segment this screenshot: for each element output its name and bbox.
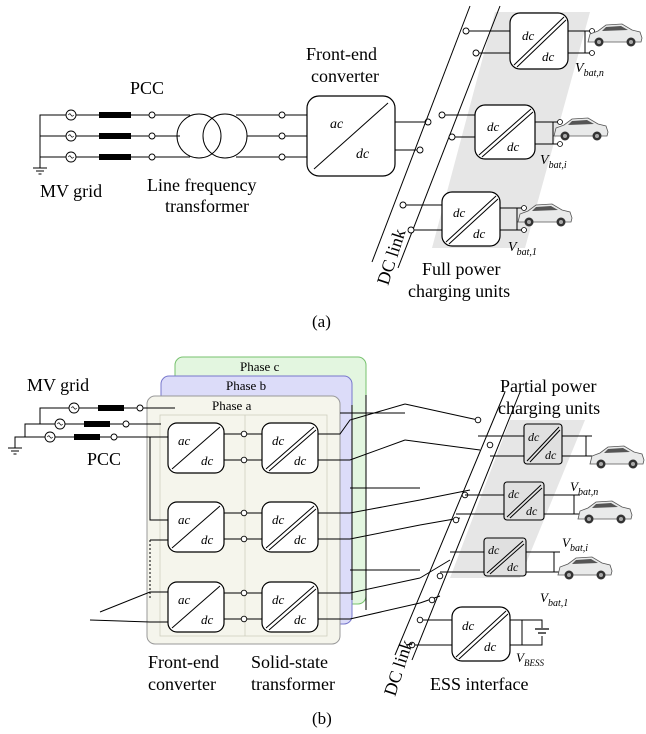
ac-source-icon	[65, 130, 77, 142]
converter-dc-label: dc	[356, 147, 370, 162]
partial-unit-1: dc dc Vbat,1	[440, 537, 613, 609]
ess-interface: dc dc VBESS	[408, 606, 549, 668]
svg-text:Vbat,n: Vbat,n	[575, 61, 604, 79]
converter-ac-label: ac	[330, 117, 344, 132]
sst-label-line2: transformer	[251, 674, 335, 694]
phase-a-label: Phase a	[212, 398, 252, 413]
charging-unit-i: dc dc Vbat,i	[438, 104, 609, 171]
electric-car-icon	[557, 556, 613, 580]
caption-a: (a)	[312, 312, 331, 331]
svg-text:dc: dc	[526, 504, 538, 518]
partial-unit-n: dc dc Vbat,n	[478, 423, 645, 498]
ac-source-icon	[65, 151, 77, 163]
svg-text:Vbat,i: Vbat,i	[562, 535, 588, 554]
svg-text:VBESS: VBESS	[516, 650, 544, 668]
sst-converter-1: dc dc	[261, 422, 319, 474]
svg-text:dc: dc	[272, 433, 285, 448]
fe-converter-1: ac dc	[167, 422, 225, 474]
svg-text:dc: dc	[487, 119, 500, 134]
ess-label: ESS interface	[430, 674, 528, 694]
figure-b: Phase c Phase b Phase a	[8, 356, 645, 728]
dc-link-label-b: DC link	[380, 637, 417, 698]
frontend-label-line1: Front-end	[306, 44, 377, 64]
sst-label-line1: Solid-state	[251, 652, 328, 672]
units-label-line2: charging units	[408, 281, 510, 301]
figure-a: ac dc dc dc	[33, 5, 643, 331]
phase-b-label: Phase b	[226, 378, 266, 393]
charging-unit-1: dc dc Vbat,1	[399, 191, 573, 258]
ac-source-icon	[44, 431, 56, 443]
transformer-label-line1: Line frequency	[147, 175, 256, 195]
svg-text:dc: dc	[453, 205, 466, 220]
ground-symbol	[33, 114, 66, 175]
svg-text:dc: dc	[528, 430, 540, 444]
svg-text:Vbat,n: Vbat,n	[570, 479, 598, 498]
mv-grid-label: MV grid	[40, 181, 102, 201]
svg-text:ac: ac	[178, 512, 191, 527]
dc-link-label: DC link	[373, 226, 410, 287]
ac-source-icon	[65, 109, 77, 121]
svg-text:dc: dc	[272, 592, 285, 607]
partial-units-label-line2: charging units	[498, 398, 600, 418]
pcc-label: PCC	[130, 78, 164, 98]
svg-text:dc: dc	[294, 532, 307, 547]
svg-text:Vbat,i: Vbat,i	[540, 153, 567, 171]
transformer-label-line2: transformer	[165, 196, 249, 216]
svg-text:dc: dc	[201, 453, 214, 468]
mv-grid-label-b: MV grid	[27, 375, 89, 395]
svg-text:dc: dc	[507, 139, 520, 154]
svg-text:dc: dc	[488, 543, 500, 557]
svg-text:dc: dc	[294, 612, 307, 627]
svg-text:ac: ac	[178, 592, 191, 607]
electric-car-icon	[587, 23, 643, 47]
line-frequency-transformer-icon	[176, 113, 248, 159]
electric-car-icon	[577, 500, 633, 524]
phase-c-label: Phase c	[240, 359, 280, 374]
electric-car-icon	[589, 445, 645, 469]
partial-units-label-line1: Partial power	[500, 376, 596, 396]
caption-b: (b)	[312, 709, 332, 728]
fe-converter-2: ac dc	[167, 501, 225, 553]
svg-text:dc: dc	[201, 612, 214, 627]
svg-text:dc: dc	[484, 639, 497, 654]
partial-unit-i: dc dc Vbat,i	[456, 481, 633, 554]
svg-text:dc: dc	[542, 49, 555, 64]
front-end-converter: ac dc	[306, 95, 396, 177]
svg-text:dc: dc	[473, 226, 486, 241]
svg-text:dc: dc	[507, 560, 519, 574]
sst-converter-3: dc dc	[261, 581, 319, 633]
svg-text:Vbat,1: Vbat,1	[508, 240, 537, 258]
units-label-line1: Full power	[422, 259, 501, 279]
ac-source-icon	[68, 402, 80, 414]
svg-text:dc: dc	[508, 487, 520, 501]
line-inductors	[99, 112, 131, 160]
ac-source-icon	[54, 418, 66, 430]
svg-text:dc: dc	[522, 28, 535, 43]
frontend-label-line2: converter	[311, 66, 379, 86]
svg-text:dc: dc	[294, 453, 307, 468]
svg-text:dc: dc	[272, 512, 285, 527]
charging-unit-n: dc dc Vbat,n	[462, 12, 643, 79]
frontend-label-b-line1: Front-end	[148, 652, 219, 672]
svg-text:dc: dc	[201, 532, 214, 547]
pcc-label-b: PCC	[87, 449, 121, 469]
fe-converter-3: ac dc	[167, 581, 225, 633]
svg-text:Vbat,1: Vbat,1	[540, 590, 568, 609]
sst-converter-2: dc dc	[261, 501, 319, 553]
svg-text:ac: ac	[178, 433, 191, 448]
svg-text:dc: dc	[545, 448, 557, 462]
svg-text:dc: dc	[462, 618, 475, 633]
frontend-label-b-line2: converter	[148, 674, 216, 694]
pcc-nodes	[148, 111, 156, 161]
